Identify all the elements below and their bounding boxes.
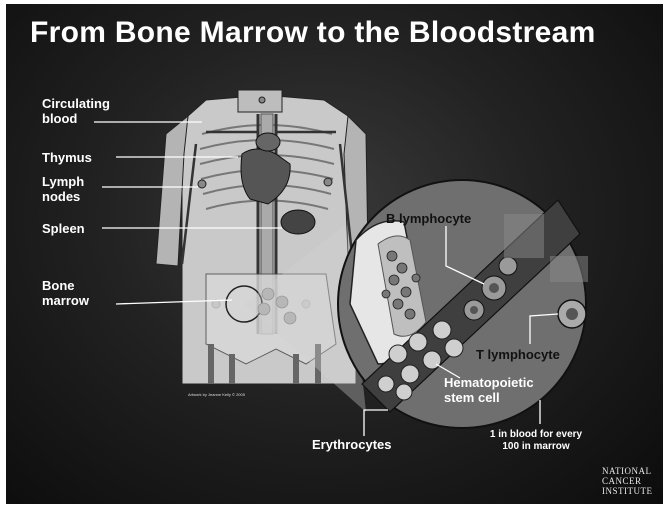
label-hematopoietic-line1: Hematopoietic [444, 375, 534, 390]
label-lymph-nodes-line2: nodes [42, 189, 80, 204]
label-bone-marrow: Bone marrow [42, 278, 89, 308]
label-t-lymphocyte: T lymphocyte [476, 347, 560, 362]
label-ratio-line1: 1 in blood for every [490, 429, 582, 440]
label-thymus: Thymus [42, 150, 92, 165]
slide: From Bone Marrow to the Bloodstream [6, 4, 663, 504]
logo-line1: NATIONAL [602, 466, 658, 476]
label-ratio: 1 in blood for every 100 in marrow [480, 429, 592, 453]
label-hematopoietic-line2: stem cell [444, 390, 500, 405]
label-ratio-line2: 100 in marrow [502, 441, 569, 452]
label-lymph-nodes: Lymph nodes [42, 174, 84, 204]
label-lymph-nodes-line1: Lymph [42, 174, 84, 189]
label-b-lymphocyte: B lymphocyte [386, 211, 471, 226]
label-bone-marrow-line1: Bone [42, 278, 75, 293]
label-spleen: Spleen [42, 221, 85, 236]
label-hematopoietic-stem-cell: Hematopoietic stem cell [444, 375, 534, 405]
label-circulating-blood-line2: blood [42, 111, 77, 126]
logo-line3: INSTITUTE [602, 486, 658, 496]
artwork-credit: Artwork by Jeanne Kelly © 2005 [188, 387, 245, 402]
logo-line2: CANCER [602, 476, 658, 486]
label-erythrocytes: Erythrocytes [312, 437, 391, 452]
nci-logo: NATIONAL CANCER INSTITUTE [602, 466, 658, 502]
label-circulating-blood: Circulating blood [42, 96, 110, 126]
label-circulating-blood-line1: Circulating [42, 96, 110, 111]
label-bone-marrow-line2: marrow [42, 293, 89, 308]
